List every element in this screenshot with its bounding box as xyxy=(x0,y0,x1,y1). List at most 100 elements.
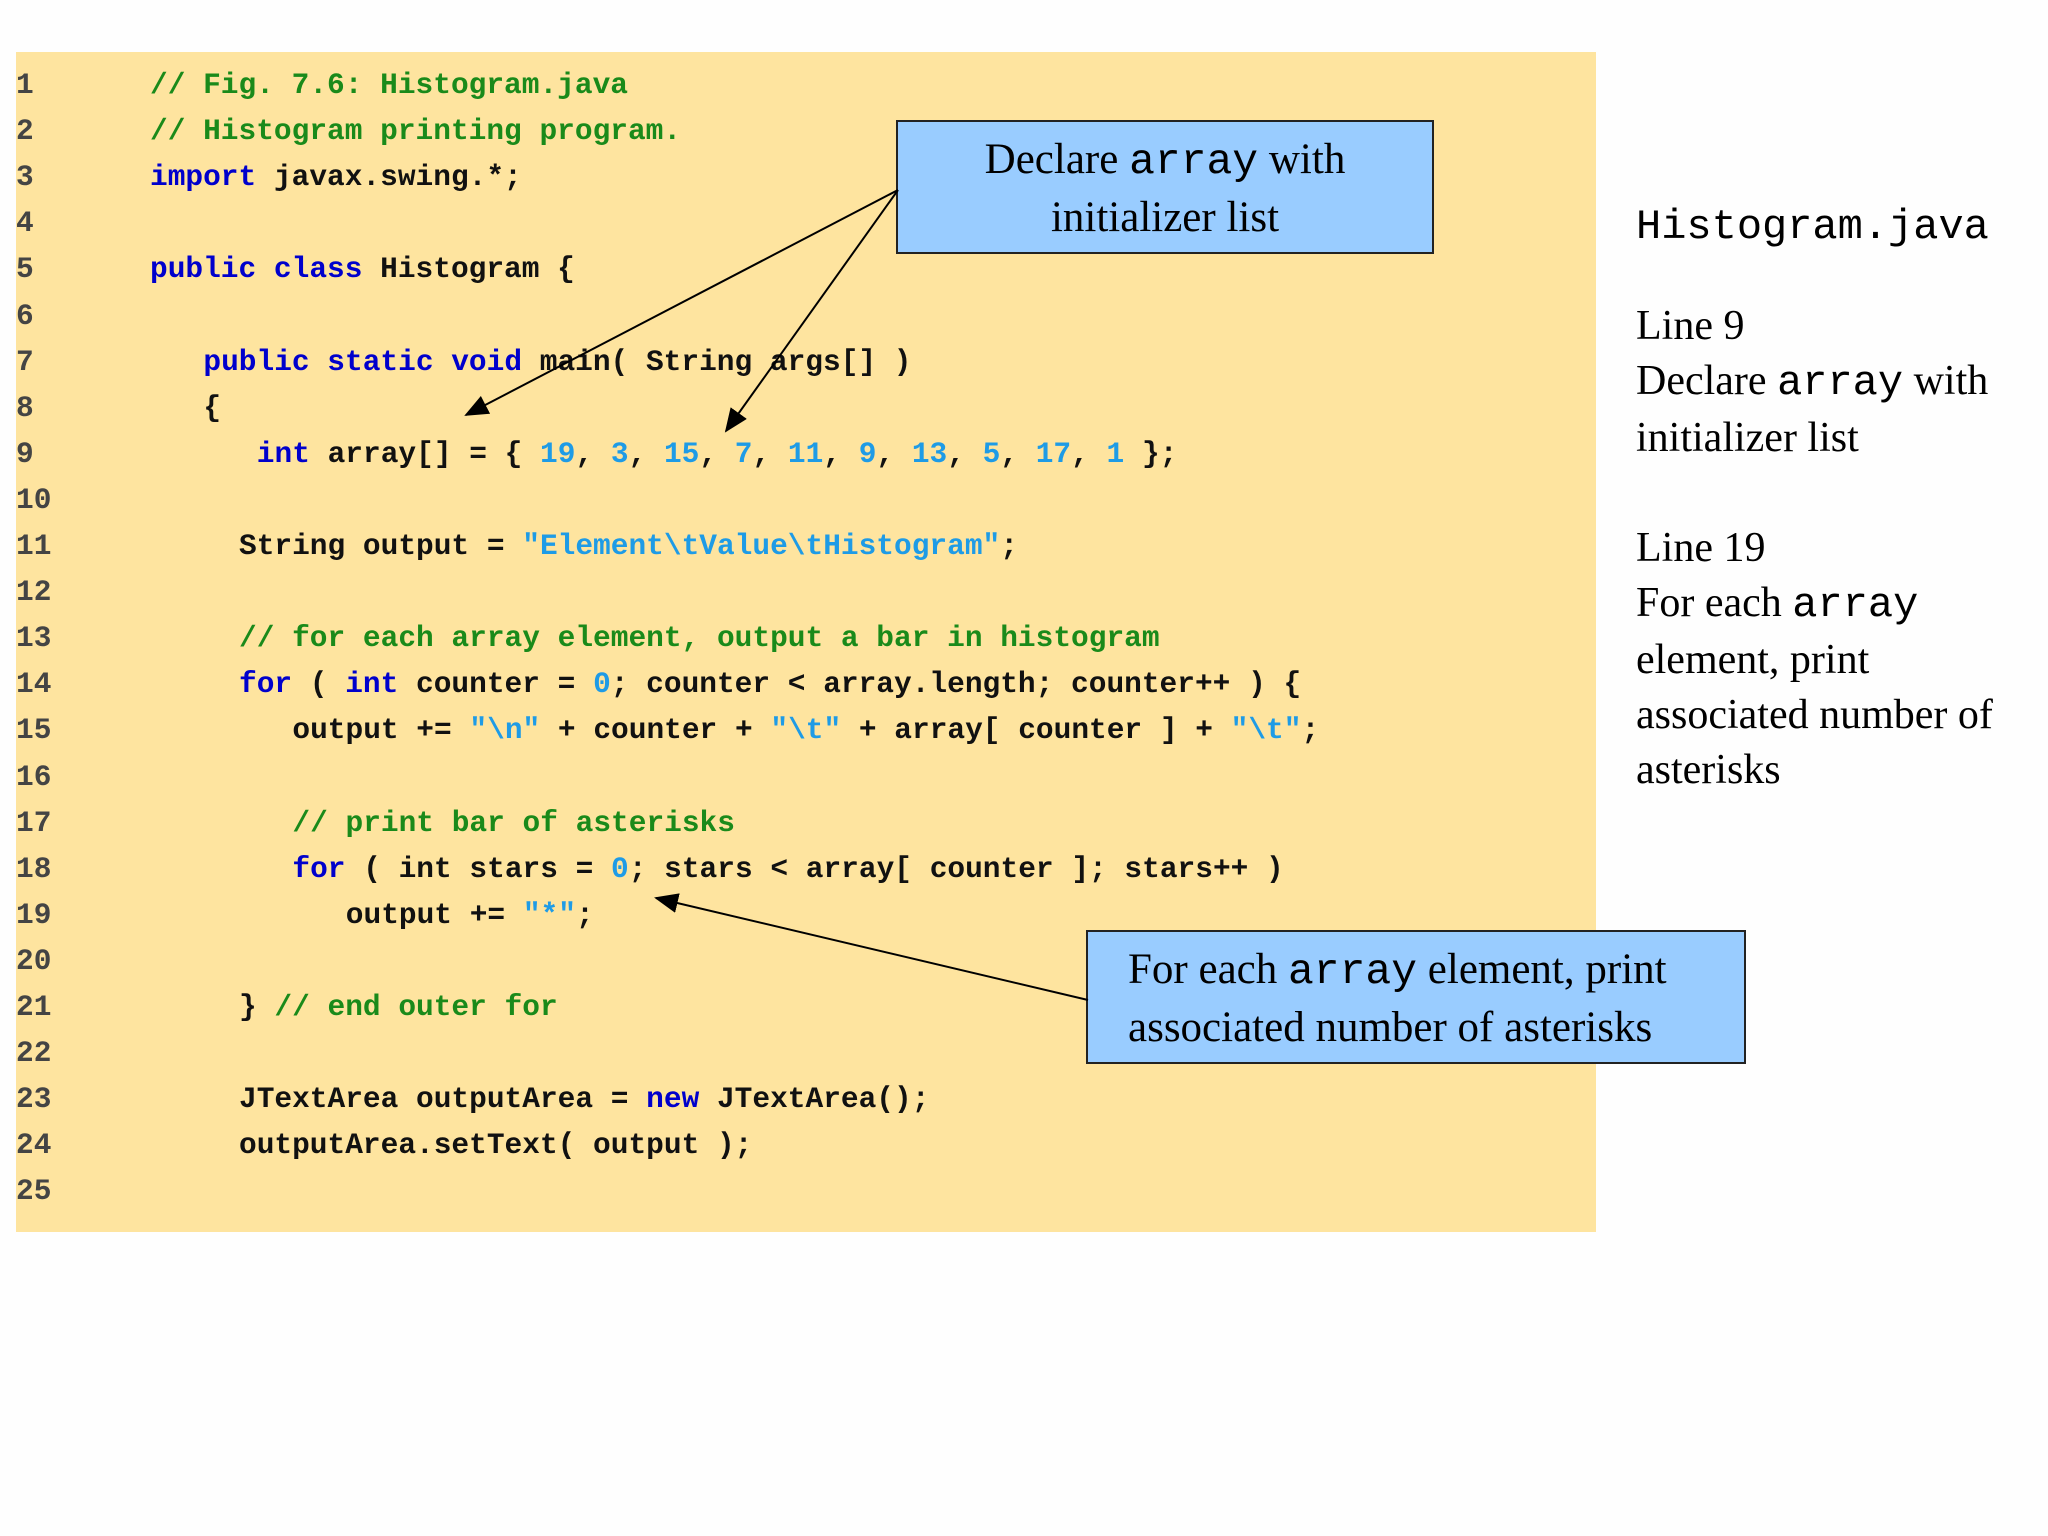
code-token: { xyxy=(203,390,222,425)
code-line: 16 xyxy=(16,754,1596,800)
line-number: 23 xyxy=(16,1082,52,1117)
code-token: 13 xyxy=(911,436,948,471)
line-number: 24 xyxy=(16,1128,52,1163)
code-token: for xyxy=(239,667,293,702)
code-token: // end outer for xyxy=(274,990,558,1024)
line-code: JTextArea outputArea = new JTextArea(); xyxy=(239,1076,929,1122)
code-token: , xyxy=(1000,436,1036,471)
code-token: javax.swing.*; xyxy=(256,160,522,195)
line-code: } // end outer for xyxy=(239,984,558,1030)
code-token: // Histogram printing program. xyxy=(150,114,682,149)
line-number: 25 xyxy=(16,1174,52,1209)
line-number: 8 xyxy=(16,390,34,425)
code-token: int xyxy=(256,436,310,471)
code-token: outputArea.setText( output ); xyxy=(239,1128,753,1163)
code-token: } xyxy=(239,990,275,1024)
code-token: import xyxy=(150,160,257,195)
code-token: , xyxy=(752,436,788,471)
line-code: public static void main( String args[] ) xyxy=(203,339,911,385)
code-token: "*" xyxy=(522,897,576,932)
code-token: , xyxy=(699,436,735,471)
code-token: "Element\tValue\tHistogram" xyxy=(522,529,1001,563)
line-number: 4 xyxy=(16,206,34,241)
code-token: "\n" xyxy=(469,713,541,748)
side-note2-text4: asterisks xyxy=(1636,747,1781,793)
code-line: 15 output += "\n" + counter + "\t" + arra… xyxy=(16,707,1596,753)
code-token: 5 xyxy=(982,436,1001,471)
code-token: array[] = { xyxy=(309,436,541,471)
code-token: , xyxy=(823,436,859,471)
code-token: }; xyxy=(1124,436,1178,471)
line-number: 15 xyxy=(16,713,52,748)
code-line: 5 public class Histogram { xyxy=(16,246,1596,292)
code-token: 3 xyxy=(610,436,629,471)
code-token: public class xyxy=(150,252,363,287)
side-note2-text1: For each array xyxy=(1636,580,1919,629)
code-token: , xyxy=(575,436,611,471)
line-code: import javax.swing.*; xyxy=(150,154,522,200)
code-token: output += xyxy=(292,713,470,748)
code-token: , xyxy=(1071,436,1107,471)
line-number: 17 xyxy=(16,805,52,840)
line-number: 13 xyxy=(16,621,52,656)
code-token: // for each array element, output a bar … xyxy=(239,621,1160,656)
code-line: 24 outputArea.setText( output ); xyxy=(16,1122,1596,1168)
code-token: 17 xyxy=(1035,436,1072,471)
side-note-line19: Line 19 For each array element, print as… xyxy=(1636,521,2036,798)
line-number: 3 xyxy=(16,160,34,195)
side-note-line9: Line 9 Declare array with initializer li… xyxy=(1636,299,2036,466)
code-token: , xyxy=(876,436,912,471)
code-token: ; xyxy=(1301,713,1320,748)
code-token: // Fig. 7.6: Histogram.java xyxy=(150,68,628,102)
line-number: 11 xyxy=(16,529,52,563)
code-token: 9 xyxy=(858,436,877,471)
line-number: 14 xyxy=(16,667,52,702)
line-number: 5 xyxy=(16,252,34,287)
code-token: new xyxy=(646,1082,700,1117)
code-line: 20 xyxy=(16,938,1596,984)
code-token: ( int stars = xyxy=(345,851,612,886)
code-line: 6 xyxy=(16,293,1596,339)
line-code: public class Histogram { xyxy=(150,246,575,292)
code-token: ; xyxy=(1000,529,1018,563)
code-token: Histogram { xyxy=(362,252,575,287)
callout-print-line1: For each array element, print xyxy=(1128,946,1667,996)
line-number: 2 xyxy=(16,114,34,149)
code-token: main( String args[] ) xyxy=(522,344,912,379)
arrow-to-array-values xyxy=(724,189,899,433)
code-token: JTextArea(); xyxy=(699,1082,930,1117)
side-note2-title: Line 19 xyxy=(1636,525,1766,571)
arrow-to-line8 xyxy=(464,189,899,416)
code-line: 3 import javax.swing.*; xyxy=(16,154,1596,200)
line-code: for ( int stars = 0; stars < array[ coun… xyxy=(292,846,1283,892)
code-token: JTextArea outputArea = xyxy=(239,1082,647,1117)
code-line: 11 String output = "Element\tValue\tHisto… xyxy=(16,523,1596,569)
code-token: ; counter < array.length; counter++ ) { xyxy=(610,667,1302,702)
side-note2-text2: element, print xyxy=(1636,637,1870,683)
callout-print-asterisks: For each array element, print associated… xyxy=(1086,930,1746,1064)
line-code: // print bar of asterisks xyxy=(292,800,735,846)
code-token: counter = xyxy=(398,667,594,702)
line-number: 22 xyxy=(16,1036,52,1071)
code-token: 1 xyxy=(1106,436,1125,471)
line-number: 21 xyxy=(16,990,52,1024)
code-token: output += xyxy=(345,897,523,932)
line-code: output += "\n" + counter + "\t" + array[… xyxy=(292,707,1319,753)
line-code: // Fig. 7.6: Histogram.java xyxy=(150,62,628,108)
line-number: 10 xyxy=(16,482,52,517)
code-token: + counter + xyxy=(540,713,771,748)
line-code: String output = "Element\tValue\tHistogr… xyxy=(239,523,1018,569)
code-token: ; xyxy=(575,897,594,932)
code-token: 15 xyxy=(663,436,700,471)
code-token: for xyxy=(292,851,346,886)
code-line: 12 xyxy=(16,569,1596,615)
line-code: { xyxy=(203,385,221,431)
line-code: // for each array element, output a bar … xyxy=(239,615,1160,661)
code-token: "\t" xyxy=(770,713,842,748)
code-line: 21} // end outer for xyxy=(16,984,1596,1030)
line-number: 1 xyxy=(16,68,34,102)
